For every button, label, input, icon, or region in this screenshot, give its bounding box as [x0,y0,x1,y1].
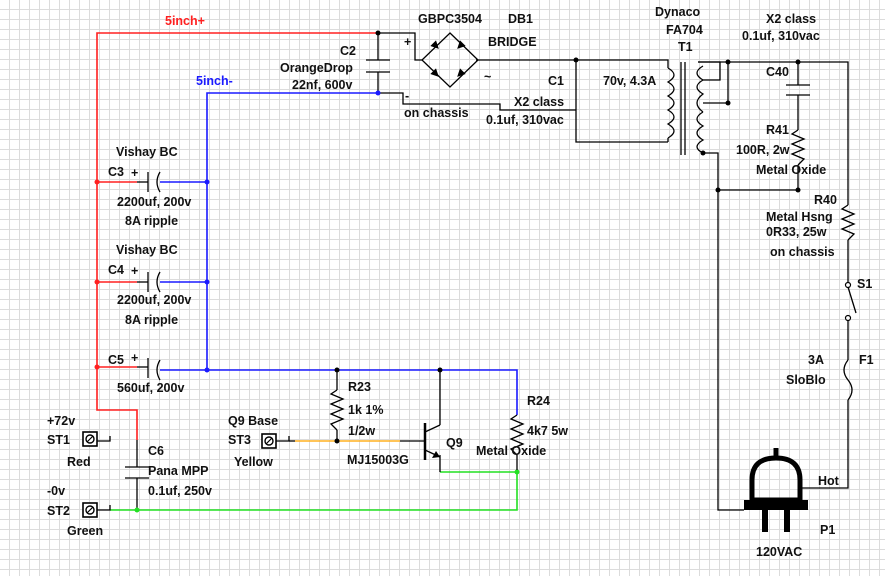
st1-voltage: +72v [47,414,75,428]
net-label-minus: 5inch- [196,74,233,88]
r41-type: Metal Oxide [756,163,826,177]
negative-rail-wires [160,92,518,415]
f1-fuse-symbol [843,359,853,401]
c5-capacitor-symbol [137,358,161,381]
c5-ref: C5 [108,353,124,367]
c4-brand: Vishay BC [116,243,178,257]
st3-terminal-symbol [261,433,295,449]
r23-value: 1k 1% [348,403,383,417]
p1-ref: P1 [820,523,835,537]
c2-line1: OrangeDrop [280,61,353,75]
c40-capacitor-symbol [786,84,810,96]
c3-value: 2200uf, 200v [117,195,191,209]
r23-ref: R23 [348,380,371,394]
bridge-rectifier-symbol [421,32,479,88]
t1-rating: 70v, 4.3A [603,74,656,88]
r24-type: Metal Oxide [476,444,546,458]
c4-plus: + [131,264,138,278]
q9-ref: Q9 [446,436,463,450]
f1-ref: F1 [859,353,874,367]
black-wires [136,32,849,511]
c40-ref: C40 [766,65,789,79]
p1-label: Hot [818,474,840,488]
st3-ref: ST3 [228,433,251,447]
db1-type: BRIDGE [488,35,537,49]
c4-capacitor-symbol [137,271,161,293]
c40-line1: X2 class [766,12,816,26]
db1-minus: - [405,89,409,103]
transformer-symbol [666,62,705,155]
c1-line2: 0.1uf, 310vac [486,113,564,127]
c3-plus: + [131,166,138,180]
q9-part: MJ15003G [347,453,409,467]
c40-line2: 0.1uf, 310vac [742,29,820,43]
c1-ref: C1 [548,74,564,88]
q9-transistor-symbol [400,423,441,460]
s1-ref: S1 [857,277,872,291]
db1-plus: + [404,35,411,49]
db1-ac: ~ [484,70,491,84]
c6-ref: C6 [148,444,164,458]
db1-ref: DB1 [508,12,533,26]
c3-ripple: 8A ripple [125,214,178,228]
r40-line1: Metal Hsng [766,210,833,224]
st1-color: Red [67,455,91,469]
f1-type: SloBlo [786,373,826,387]
c1-line1: X2 class [514,95,564,109]
junction-dots [94,30,801,513]
s1-switch-symbol [844,281,857,322]
positive-rail-wires [96,32,378,440]
c5-plus: + [131,351,138,365]
c2-capacitor-symbol [366,59,390,73]
c6-line2: 0.1uf, 250v [148,484,212,498]
r40-ref: R40 [814,193,837,207]
r40-line2: 0R33, 25w [766,225,827,239]
r24-value: 4k7 5w [527,424,568,438]
st3-name: Q9 Base [228,414,278,428]
net-label-plus: 5inch+ [165,14,205,28]
db1-part: GBPC3504 [418,12,482,26]
c3-capacitor-symbol [137,171,161,193]
t1-model: FA704 [666,23,703,37]
c2-line2: 22nf, 600v [292,78,353,92]
r23-resistor-symbol [329,389,345,431]
c4-value: 2200uf, 200v [117,293,191,307]
r24-ref: R24 [527,394,550,408]
c6-capacitor-symbol [125,466,149,479]
st3-color: Yellow [234,455,273,469]
p1-plug-symbol [744,448,808,532]
c3-brand: Vishay BC [116,145,178,159]
st2-voltage: -0v [47,484,65,498]
c5-value: 560uf, 200v [117,381,184,395]
r41-value: 100R, 2w [736,143,790,157]
st1-ref: ST1 [47,433,70,447]
c4-ripple: 8A ripple [125,313,178,327]
r40-resistor-symbol [840,204,856,241]
f1-value: 3A [808,353,824,367]
t1-brand: Dynaco [655,5,701,19]
st2-color: Green [67,524,103,538]
r41-resistor-symbol [790,129,806,166]
st2-terminal-symbol [82,502,111,518]
p1-value: 120VAC [756,545,802,559]
r41-ref: R41 [766,123,789,137]
c4-ref: C4 [108,263,124,277]
c6-line1: Pana MPP [148,464,208,478]
r23-power: 1/2w [348,424,375,438]
c3-ref: C3 [108,165,124,179]
r40-line3: on chassis [770,245,835,259]
c2-ref: C2 [340,44,356,58]
t1-ref: T1 [678,40,693,54]
db1-note: on chassis [404,106,469,120]
r24-resistor-symbol [509,414,525,470]
st2-ref: ST2 [47,504,70,518]
st1-terminal-symbol [82,431,111,447]
ground-wires [110,470,518,511]
